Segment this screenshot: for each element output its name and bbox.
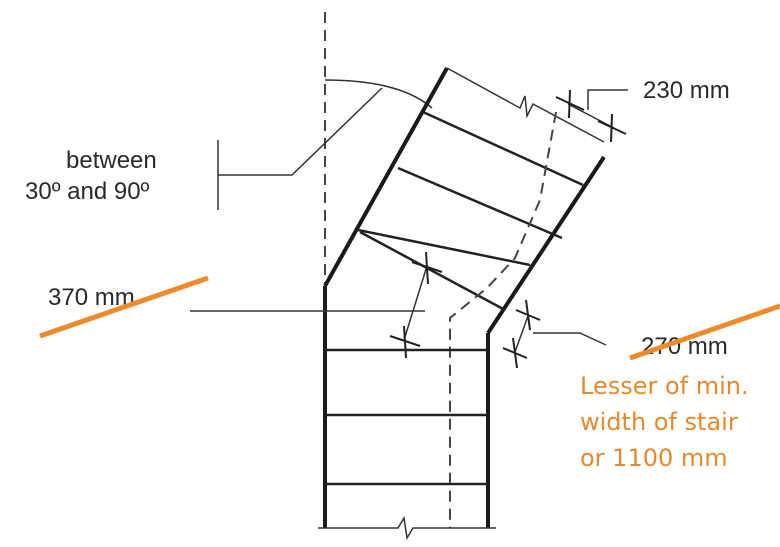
tread-upper-1 <box>422 110 584 187</box>
note-line-2: width of stair <box>580 408 738 436</box>
angle-label-line-2: 30º and 90º <box>25 178 150 205</box>
top-break-line <box>446 67 605 143</box>
dim-right-line <box>514 315 529 353</box>
tread-upper-2 <box>397 166 563 240</box>
walking-line <box>449 111 557 528</box>
angle-arc <box>324 79 433 109</box>
dim-left-tick-1 <box>411 251 443 285</box>
dim-top-tick-1 <box>555 89 585 119</box>
tread-upper-3 <box>357 228 531 267</box>
dim-top-leader <box>587 89 628 110</box>
upper-flight-left-edge <box>323 67 449 287</box>
note-line-1: Lesser of min. <box>580 372 749 400</box>
dim-right-tick-1 <box>515 299 541 331</box>
dim-left-strike <box>39 275 209 339</box>
angle-label-line-1: between <box>66 147 157 174</box>
dim-right-strike <box>629 303 780 361</box>
upper-flight-right-edge <box>486 155 606 335</box>
dim-top-label: 230 mm <box>643 77 730 104</box>
dim-right-leader <box>533 332 607 346</box>
angle-leader <box>218 87 383 176</box>
dim-top-tick-2 <box>597 113 627 143</box>
dim-right-tick-2 <box>502 337 528 369</box>
tread-upper-4 <box>359 230 506 312</box>
dim-left-line <box>403 265 428 341</box>
note-line-3: or 1100 mm <box>580 444 728 472</box>
bottom-break-line <box>318 515 496 541</box>
dim-left-tick-2 <box>389 325 421 359</box>
